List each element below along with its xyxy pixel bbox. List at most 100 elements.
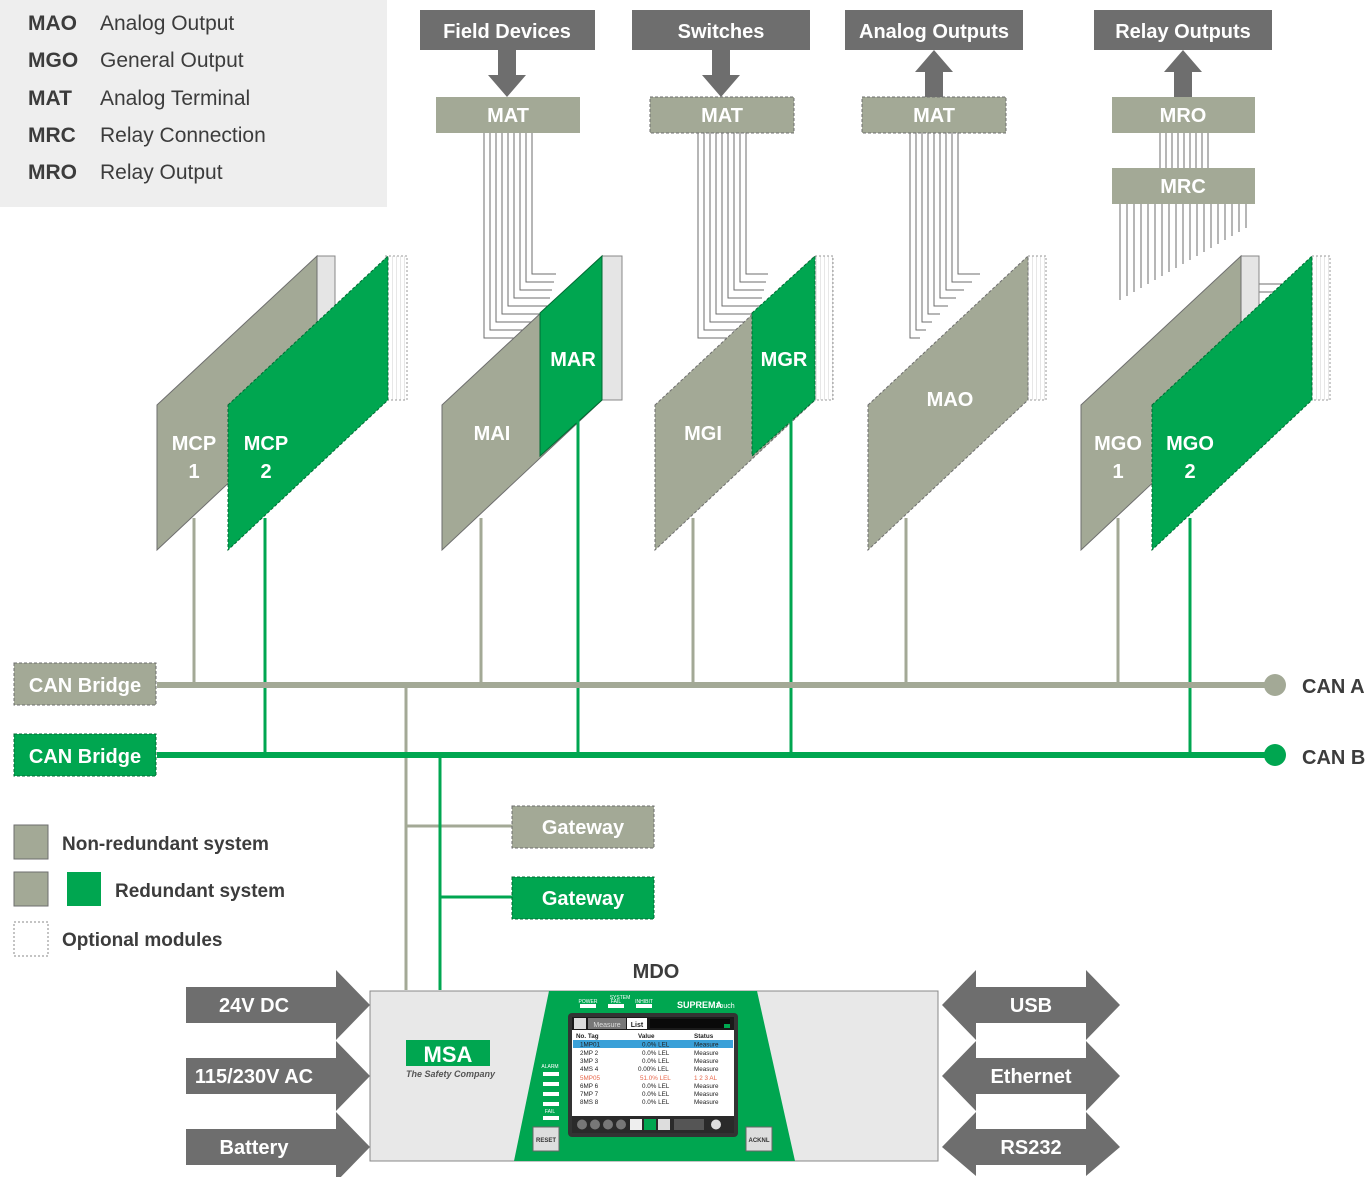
reset-label: RESET (536, 1138, 556, 1144)
screen-row-value: 0.0% LEL (642, 1083, 670, 1090)
key-redundant-gray-swatch (13, 871, 49, 907)
inhibit-label: INHIBIT (635, 999, 653, 1005)
screen-col-tag: No. Tag (576, 1033, 599, 1040)
ackn-label: ACKNL (749, 1138, 770, 1144)
toolbar-info-icon[interactable] (674, 1119, 704, 1130)
screen-row-tag: 4MS 4 (580, 1066, 599, 1073)
power-ac-label: 115/230V AC (195, 1066, 313, 1088)
screen-row-value: 51.0% LEL (640, 1075, 671, 1082)
alarm-led-4 (543, 1102, 559, 1106)
screen-tab-measure[interactable] (588, 1018, 626, 1029)
screen-tab-list-label: List (631, 1022, 644, 1029)
mat-terminal-3 (861, 96, 1007, 134)
mgo-optional-rail (1311, 255, 1331, 401)
screen-row-value: 0.0% LEL (642, 1099, 670, 1106)
power-dc-label: 24V DC (219, 995, 289, 1017)
screen-row-tag: 5MP05 (580, 1075, 600, 1082)
switches-label: Switches (678, 21, 765, 43)
screen-col-value: Value (638, 1033, 655, 1040)
key-non-redundant-swatch (13, 824, 49, 860)
screen-row-tag: 7MP 7 (580, 1091, 599, 1098)
gateway-a (511, 805, 655, 849)
relay-outputs-box (1094, 10, 1272, 50)
screen-row-tag: 3MP 3 (580, 1058, 599, 1065)
msa-logo-mark (406, 1040, 490, 1066)
toolbar-button-icon[interactable] (603, 1119, 613, 1130)
toolbar-alarm-icon[interactable] (630, 1119, 642, 1130)
legend-item: MRO Relay Output (28, 161, 223, 184)
power-input-arrow (186, 1112, 370, 1177)
power-input-arrow (186, 1041, 370, 1111)
ackn-button[interactable] (745, 1126, 773, 1152)
mat-label: MAT (487, 105, 529, 127)
msa-logo: MSA The Safety Company (406, 1040, 496, 1079)
switches-box (632, 10, 810, 50)
screen-row-tag: 6MP 6 (580, 1083, 599, 1090)
key-redundant-green-swatch (67, 872, 101, 906)
can-bridge-b-label: CAN Bridge (29, 746, 141, 768)
can-a-label: CAN A (1302, 676, 1365, 698)
mgo2-number: 2 (1184, 461, 1195, 483)
can-b-drops (263, 420, 1192, 990)
screen-row-status: Measure (694, 1083, 719, 1090)
up-arrow-icon (1164, 50, 1202, 97)
field-devices-box (420, 10, 595, 50)
mgo2-label: MGO (1166, 433, 1214, 455)
legend-item: MAT Analog Terminal (28, 87, 250, 110)
screen-row-status: Measure (694, 1099, 719, 1106)
toolbar-button-icon[interactable] (577, 1119, 587, 1130)
msa-brand: MSA (424, 1042, 473, 1067)
toolbar-button-icon[interactable] (590, 1119, 600, 1130)
down-arrow-icon (702, 50, 740, 97)
mgr-label: MGR (761, 349, 808, 371)
mai-label: MAI (474, 423, 511, 445)
legend-desc: Relay Output (100, 161, 223, 184)
screen-row-value: 0.0% LEL (642, 1091, 670, 1098)
fail-side-label: FAIL (545, 1109, 556, 1115)
screen-row-value: 0.0% LEL (642, 1050, 670, 1057)
screen-tab-list[interactable] (627, 1018, 647, 1029)
touchscreen[interactable] (572, 1017, 734, 1133)
screen-row-status: Measure (694, 1042, 719, 1049)
screen-row-status: Measure (694, 1050, 719, 1057)
key-non-redundant-label: Non-redundant system (62, 834, 269, 855)
analog-outputs-box (845, 10, 1023, 50)
alarm-led-1 (543, 1072, 559, 1076)
screen-title-field (650, 1019, 730, 1028)
mgo1-label: MGO (1094, 433, 1142, 455)
screen-row-status: 1 2 3 AL (694, 1075, 718, 1082)
msa-tagline: The Safety Company (406, 1069, 496, 1079)
mat-terminal-1 (436, 97, 580, 133)
screen-col-status: Status (694, 1033, 714, 1040)
legend-code: MAO (28, 12, 77, 35)
reset-button[interactable] (532, 1126, 560, 1152)
mrc-terminal (1112, 168, 1255, 204)
toolbar-button-icon[interactable] (616, 1119, 626, 1130)
home-icon[interactable] (574, 1018, 586, 1029)
legend-box (0, 0, 387, 207)
toolbar-battery-icon[interactable] (658, 1119, 670, 1130)
legend-desc: Analog Output (100, 12, 234, 35)
screen-row-value: 0.0% LEL (642, 1042, 670, 1049)
relay-outputs-label: Relay Outputs (1115, 21, 1251, 43)
screen-tab-measure-label: Measure (593, 1022, 620, 1029)
alarm-led-3 (543, 1092, 559, 1096)
mgi-label: MGI (684, 423, 722, 445)
can-bridge-b (13, 733, 157, 777)
mgr-card (751, 254, 816, 458)
system-label: SYSTEM (610, 995, 631, 1001)
toolbar-power-icon[interactable] (711, 1119, 721, 1130)
mcp2-card (227, 254, 389, 552)
screen-row-status: Measure (694, 1091, 719, 1098)
legend-code: MAT (28, 87, 72, 110)
interface-arrow (942, 970, 1120, 1040)
mcp1-number: 1 (188, 461, 199, 483)
mat-label: MAT (701, 105, 743, 127)
toolbar-wave-icon[interactable] (644, 1119, 656, 1130)
inhibit-led (636, 1004, 652, 1008)
mao-card (867, 254, 1029, 552)
can-b-end-icon (1264, 744, 1286, 766)
mro-label: MRO (1160, 105, 1207, 127)
fail-led-side (543, 1116, 559, 1120)
mrc-label: MRC (1160, 176, 1206, 198)
